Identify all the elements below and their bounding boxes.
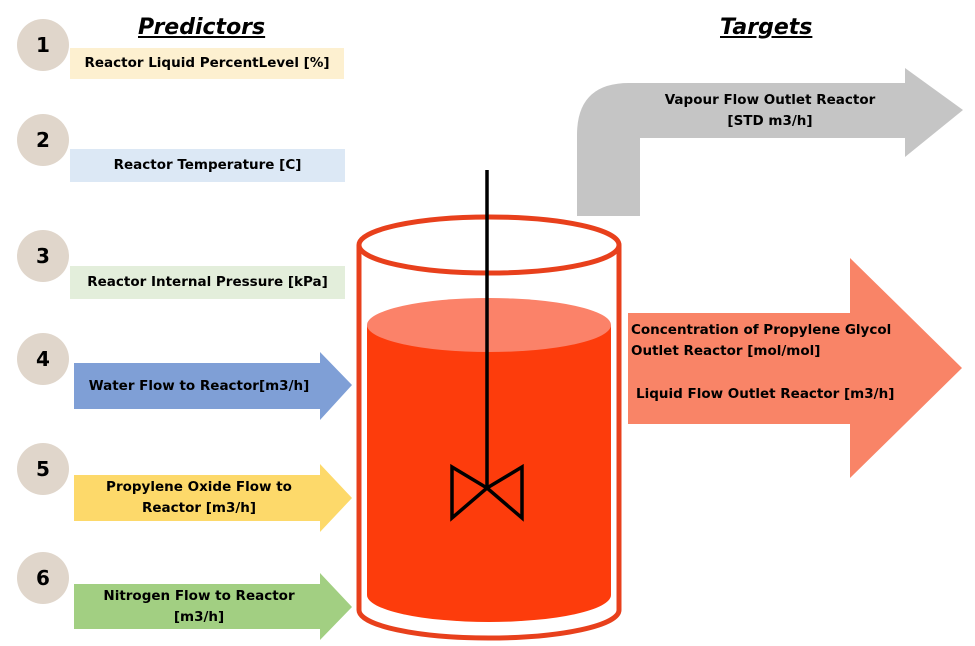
predictor-3-number: 3: [17, 230, 69, 282]
nitrogen-flow-arrow: [74, 573, 352, 640]
predictor-5-label: Propylene Oxide Flow to Reactor [m3/h]: [74, 475, 324, 521]
predictor-4-label-text: Water Flow to Reactor[m3/h]: [88, 377, 310, 394]
predictor-3-label: Reactor Internal Pressure [kPa]: [70, 266, 345, 299]
liquid-target-line1: Concentration of Propylene Glycol: [631, 322, 892, 338]
predictor-4-label: Water Flow to Reactor[m3/h]: [74, 363, 324, 409]
reactor-liquid: [367, 298, 611, 622]
predictor-2-label: Reactor Temperature [C]: [70, 149, 345, 182]
predictor-1-label: Reactor Liquid PercentLevel [%]: [70, 48, 344, 79]
predictor-5-label-line1: Propylene Oxide Flow to: [106, 479, 292, 496]
vapour-target-line1: Vapour Flow Outlet Reactor: [664, 92, 876, 109]
predictors-heading: Predictors: [138, 15, 266, 40]
targets-heading: Targets: [720, 15, 813, 40]
water-flow-arrow: [74, 352, 352, 420]
liquid-target-label: Concentration of Propylene Glycol Outlet…: [628, 320, 918, 420]
predictor-6-number: 6: [17, 552, 69, 604]
liquid-outlet-arrow: [628, 258, 962, 478]
vapour-target-line2: [STD m3/h]: [727, 113, 813, 129]
predictor-6-label-line2: [m3/h]: [173, 608, 225, 625]
vapour-outlet-arrow: [577, 68, 963, 216]
predictor-6-label-line1: Nitrogen Flow to Reactor: [103, 587, 295, 604]
stirrer: [450, 170, 524, 522]
predictor-5-label-line2: Reactor [m3/h]: [141, 500, 257, 516]
predictor-5-number: 5: [17, 443, 69, 495]
propylene-oxide-flow-arrow: [74, 464, 352, 532]
reactor-vessel: [356, 214, 622, 641]
vapour-target-label: Vapour Flow Outlet Reactor [STD m3/h]: [640, 86, 900, 136]
predictor-4-number: 4: [17, 333, 69, 385]
predictor-1-number: 1: [17, 19, 69, 71]
predictor-2-number: 2: [17, 114, 69, 166]
liquid-target-line3: Liquid Flow Outlet Reactor [m3/h]: [636, 385, 895, 402]
liquid-target-line2: Outlet Reactor [mol/mol]: [631, 342, 821, 359]
predictor-6-label: Nitrogen Flow to Reactor [m3/h]: [74, 584, 324, 629]
